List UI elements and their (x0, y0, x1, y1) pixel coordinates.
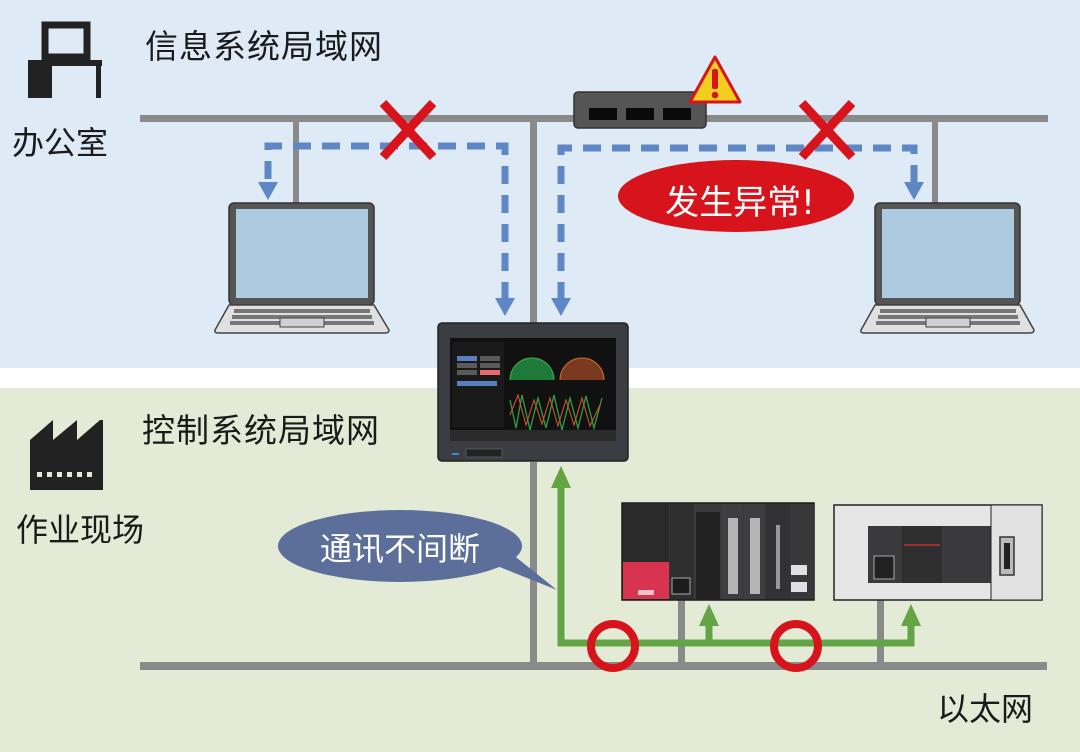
arrow-up-icon (901, 604, 921, 626)
no-interrupt-text: 通讯不间断 (319, 530, 480, 568)
worksite-label: 作业现场 (16, 511, 145, 549)
error-callout (618, 160, 854, 232)
office-desk-icon (28, 21, 102, 98)
network-switch-icon (573, 91, 707, 129)
ethernet-backbone (140, 462, 1047, 670)
arrow-down-icon (904, 182, 924, 200)
arrow-up-icon (551, 466, 571, 488)
hmi-touch-panel (437, 322, 629, 462)
arrow-down-icon (495, 298, 515, 316)
warning-triangle-icon (688, 55, 742, 104)
blocked-path-right (557, 144, 918, 300)
no-interrupt-callout (278, 510, 557, 590)
info-lan-title: 信息系统局域网 (145, 27, 383, 66)
arrow-down-icon (258, 182, 278, 200)
arrow-down-icon (551, 298, 571, 316)
ethernet-label: 以太网 (937, 690, 1034, 728)
error-callout-text: 发生异常! (665, 183, 815, 223)
laptop-right (860, 202, 1035, 334)
ok-ring-icon (587, 620, 639, 672)
fault-x-icon (798, 99, 856, 161)
control-lan-title: 控制系统局域网 (142, 411, 380, 450)
ok-ring-icon (770, 620, 822, 672)
arrow-up-icon (699, 604, 719, 626)
plc-compact-unit (833, 504, 1043, 601)
blocked-path-left (264, 142, 509, 300)
factory-icon (30, 420, 103, 490)
office-label: 办公室 (12, 124, 109, 162)
laptop-left (214, 202, 390, 334)
fault-x-icon (379, 99, 437, 161)
plc-rack-module (621, 502, 815, 601)
